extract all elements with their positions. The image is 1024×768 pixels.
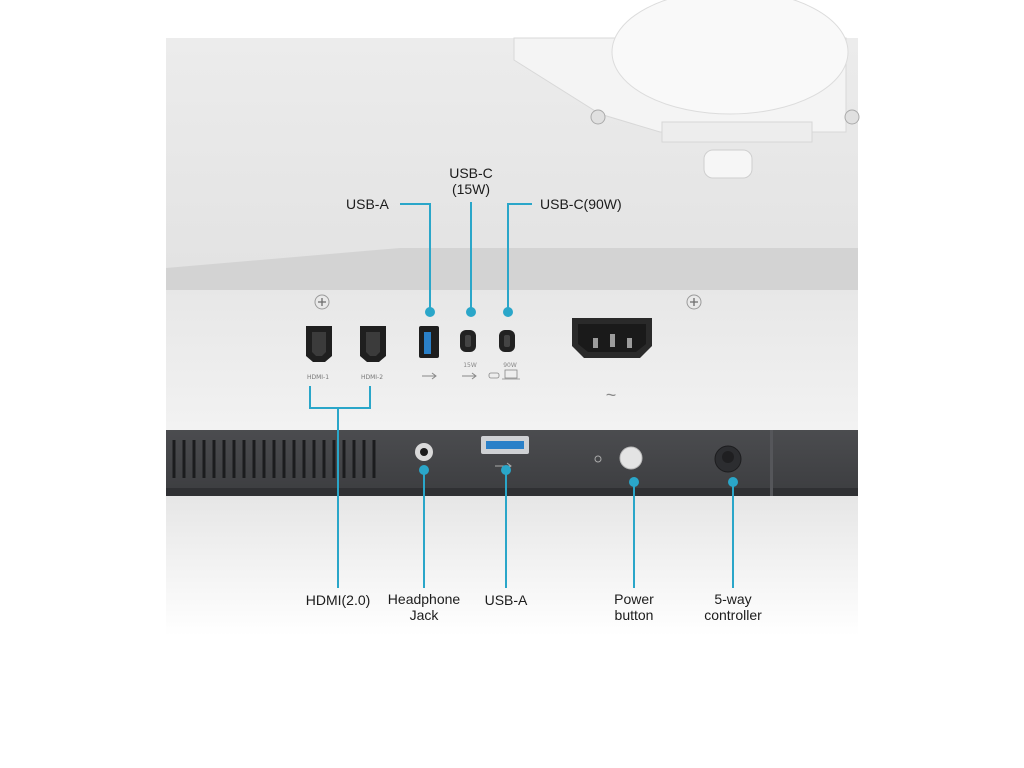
label-headphone-line2: Jack	[409, 607, 439, 623]
headphone-jack	[415, 443, 433, 461]
label-usb-c-15w-line1: USB-C	[449, 165, 493, 181]
callout-dot-usb-a-bottom	[501, 465, 511, 475]
callout-dots	[419, 307, 738, 487]
hdmi-1-mark: HDMI-1	[307, 374, 329, 381]
callout-dot-headphone	[419, 465, 429, 475]
callout-dot-controller	[728, 477, 738, 487]
label-headphone-line1: Headphone	[387, 591, 461, 607]
callout-dot-usb-a-top	[425, 307, 435, 317]
vent-slots	[172, 440, 376, 478]
callout-dot-power	[629, 477, 639, 487]
label-hdmi: HDMI(2.0)	[305, 592, 371, 608]
label-5-way-controller: 5-way controller	[693, 591, 773, 623]
label-controller-line1: 5-way	[714, 591, 752, 607]
monitor-bottom-fade	[166, 496, 858, 636]
laptop-icon	[488, 369, 520, 380]
usb-icon	[422, 372, 437, 380]
usb-a-top-port	[419, 326, 439, 358]
ac-symbol: ~	[606, 385, 617, 405]
hdmi-1-port	[306, 326, 332, 362]
label-usb-c-90w: USB-C(90W)	[540, 196, 622, 212]
callout-line-usb-c-90w	[507, 203, 532, 312]
usb-a-bottom-port	[481, 436, 529, 454]
usb-c-90w-port	[499, 330, 515, 352]
label-usb-c-15w: USB-C (15W)	[446, 165, 496, 197]
callout-lines	[309, 202, 734, 588]
callout-line-usb-a-top	[400, 203, 431, 312]
usb-c-90w-rating: 90W	[503, 362, 517, 369]
ac-power-inlet	[572, 318, 652, 358]
callout-dot-usb-c-15w	[466, 307, 476, 317]
label-power-line2: button	[614, 607, 654, 623]
hdmi-2-mark: HDMI-2	[361, 374, 383, 381]
label-usb-a-top: USB-A	[346, 196, 389, 212]
power-button	[594, 446, 643, 470]
monitor-back-housing	[166, 0, 860, 290]
callout-dot-usb-c-90w	[503, 307, 513, 317]
label-usb-c-15w-line2: (15W)	[451, 181, 491, 197]
callout-line-hdmi	[309, 386, 371, 409]
usb-c-15w-rating: 15W	[463, 362, 477, 369]
label-controller-line2: controller	[704, 607, 762, 623]
label-usb-a-bottom: USB-A	[484, 592, 528, 608]
hdmi-2-port	[360, 326, 386, 362]
label-power-button: Power button	[604, 591, 664, 623]
usb-c-15w-port	[460, 330, 476, 352]
label-power-line1: Power	[614, 591, 654, 607]
label-headphone-jack: Headphone Jack	[378, 591, 470, 623]
usb-c-15w-icon	[462, 372, 477, 380]
five-way-controller	[714, 445, 742, 473]
